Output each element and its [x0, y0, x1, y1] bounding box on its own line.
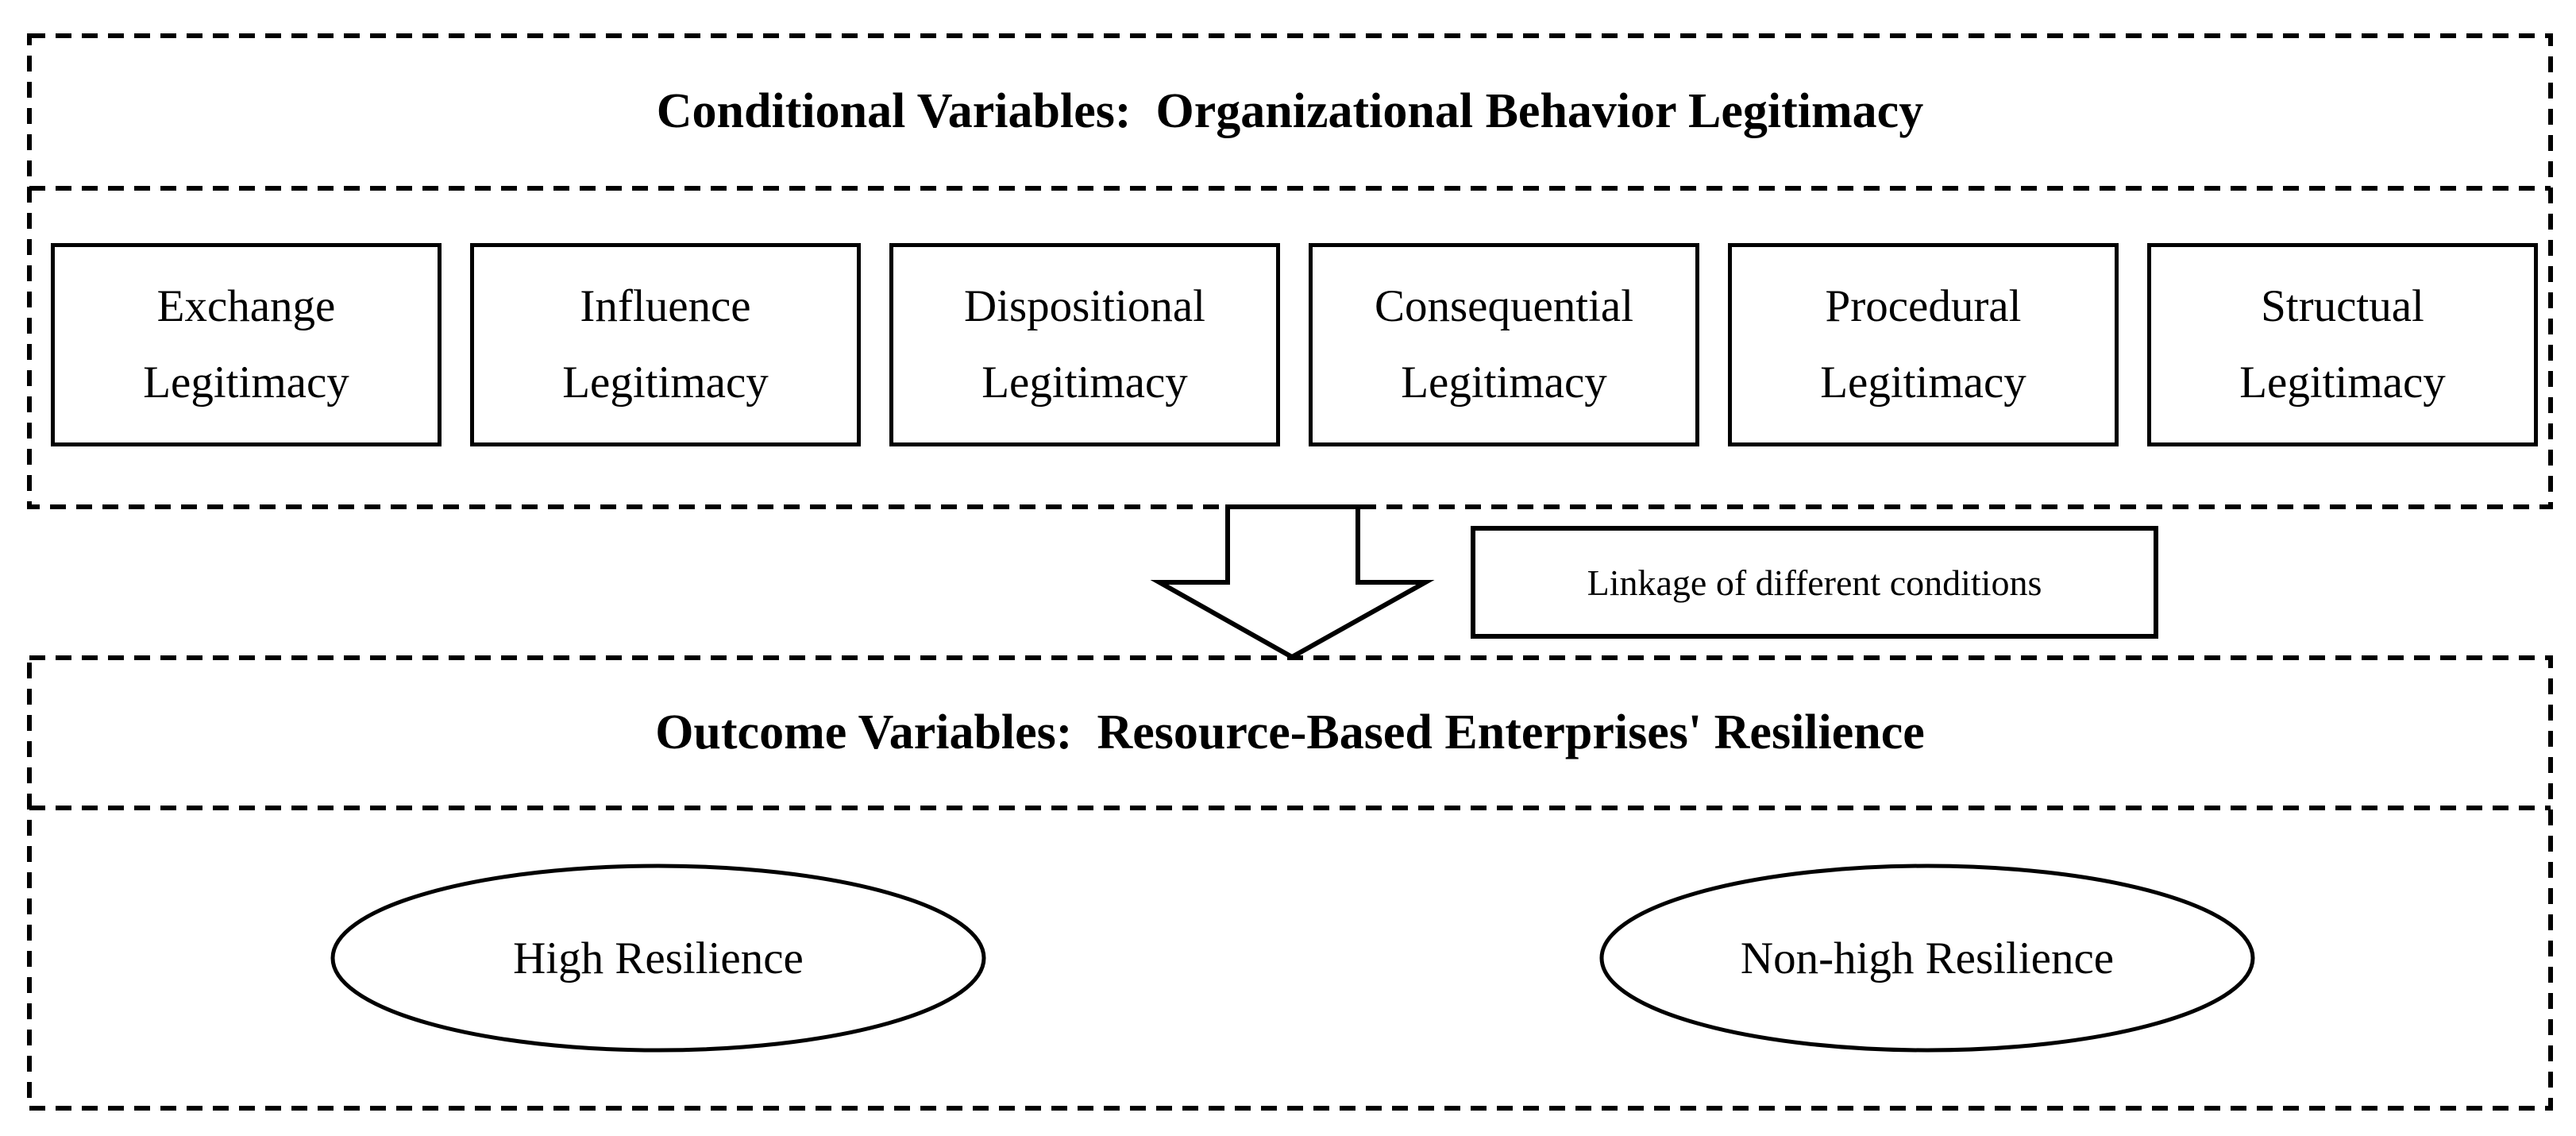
box-label-line: Structual: [2261, 281, 2424, 331]
box-label-line: Exchange: [156, 281, 336, 331]
box-consequential-legitimacy: Consequential Legitimacy: [1309, 243, 1699, 446]
linkage-annotation-box: Linkage of different conditions: [1471, 526, 2158, 639]
box-label-line: Influence: [580, 281, 751, 331]
box-label-line: Legitimacy: [1401, 357, 1607, 408]
box-label-line: Legitimacy: [562, 357, 769, 408]
non-high-resilience-label: Non-high Resilience: [1740, 933, 2115, 983]
conditional-section-title: Conditional Variables: Organizational Be…: [656, 84, 1924, 138]
non-high-resilience-ellipse: [1599, 864, 2255, 1053]
box-label-line: Legitimacy: [981, 357, 1188, 408]
high-resilience-label: High Resilience: [513, 933, 804, 983]
box-structual-legitimacy: Structual Legitimacy: [2147, 243, 2538, 446]
high-resilience-ellipse: [330, 864, 986, 1053]
box-label-line: Legitimacy: [2239, 357, 2446, 408]
box-exchange-legitimacy: Exchange Legitimacy: [51, 243, 442, 446]
box-label-line: Dispositional: [963, 281, 1205, 331]
box-influence-legitimacy: Influence Legitimacy: [470, 243, 861, 446]
linkage-annotation-label: Linkage of different conditions: [1587, 562, 2042, 603]
box-dispositional-legitimacy: Dispositional Legitimacy: [889, 243, 1280, 446]
box-procedural-legitimacy: Procedural Legitimacy: [1728, 243, 2119, 446]
box-label-line: Legitimacy: [1820, 357, 2026, 408]
down-arrow-icon: [1150, 504, 1435, 660]
outcome-section-title: Outcome Variables: Resource-Based Enterp…: [655, 705, 1925, 759]
box-label-line: Procedural: [1825, 281, 2022, 331]
box-label-line: Consequential: [1374, 281, 1634, 331]
box-label-line: Legitimacy: [143, 357, 349, 408]
